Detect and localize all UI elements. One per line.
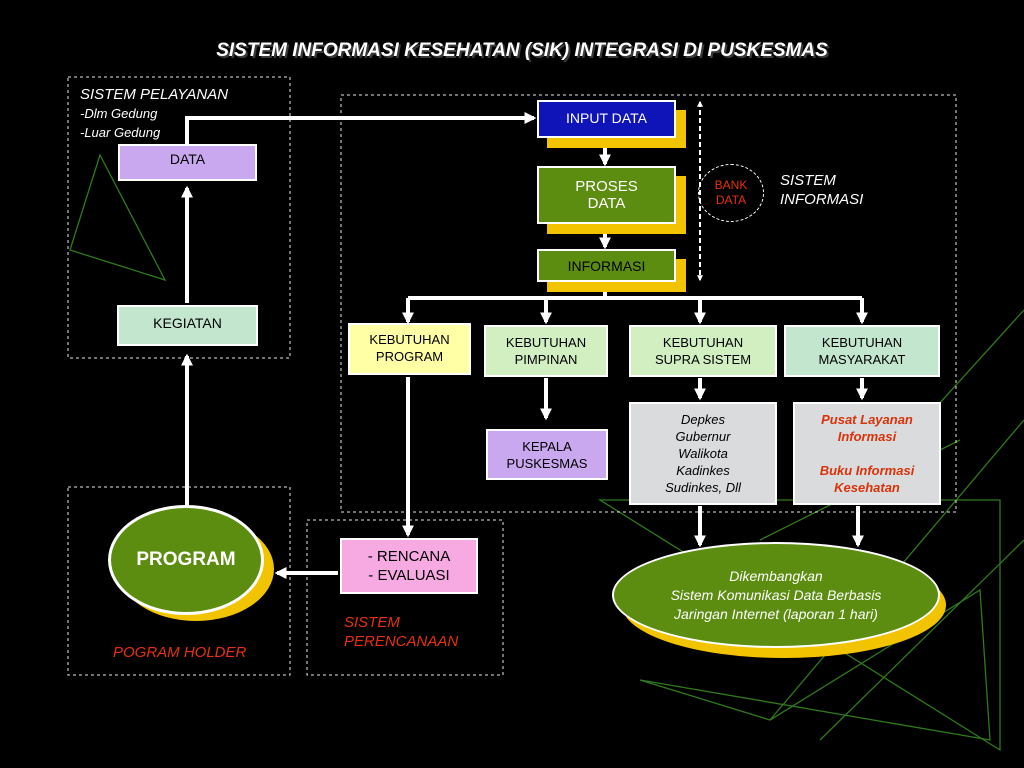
- masyarakat-list-item: Pusat Layanan: [821, 412, 913, 427]
- kebutuhan-masyarakat-box: KEBUTUHAN MASYARAKAT: [784, 325, 940, 377]
- kebutuhan-masyarakat-label: KEBUTUHAN: [821, 335, 903, 350]
- dikembangkan-ellipse: Dikembangkan Sistem Komunikasi Data Berb…: [612, 542, 940, 648]
- proses-data-box: PROSES DATA: [537, 166, 676, 224]
- data-box: DATA: [118, 144, 257, 181]
- program-ellipse: PROGRAM: [108, 505, 264, 615]
- informasi-box: INFORMASI: [537, 249, 676, 282]
- masyarakat-list-item: Kesehatan: [834, 480, 900, 495]
- masyarakat-list-item: Buku Informasi: [819, 463, 915, 478]
- proses-data-label: PROSES: [575, 178, 638, 195]
- sistem-pelayanan-item: -Dlm Gedung: [80, 106, 158, 121]
- sistem-perencanaan-line: PERENCANAAN: [344, 633, 459, 650]
- kebutuhan-supra-label: KEBUTUHAN: [662, 335, 744, 350]
- dikembangkan-line: Dikembangkan: [729, 567, 823, 584]
- kegiatan-box: KEGIATAN: [117, 305, 258, 346]
- bank-data-circle: BANK DATA: [698, 164, 764, 222]
- sistem-informasi-line: INFORMASI: [780, 191, 864, 208]
- kebutuhan-supra-box: KEBUTUHAN SUPRA SISTEM: [629, 325, 777, 377]
- data-box-label: DATA: [169, 151, 206, 167]
- rencana-label: - RENCANA: [367, 548, 451, 565]
- kepala-puskesmas-box: KEPALA PUSKESMAS: [486, 429, 608, 480]
- input-data-box: INPUT DATA: [537, 100, 676, 138]
- evaluasi-label: - EVALUASI: [368, 567, 450, 584]
- masyarakat-list-box: Pusat Layanan Informasi Buku Informasi K…: [793, 402, 941, 505]
- kepala-puskesmas-label: KEPALA: [522, 438, 572, 454]
- masyarakat-list-item: Informasi: [837, 429, 897, 444]
- kebutuhan-pimpinan-label: KEBUTUHAN: [505, 335, 587, 350]
- kepala-puskesmas-label: PUSKESMAS: [506, 455, 588, 471]
- kebutuhan-program-label: KEBUTUHAN: [369, 332, 450, 347]
- supra-list-item: Depkes: [680, 412, 726, 427]
- kebutuhan-program-label: PROGRAM: [375, 349, 444, 364]
- sistem-informasi-label: SISTEM INFORMASI: [780, 171, 863, 209]
- dikembangkan-line: Sistem Komunikasi Data Berbasis: [670, 586, 882, 603]
- bank-data-label: BANK: [714, 178, 748, 192]
- sistem-pelayanan-heading: SISTEM PELAYANAN: [80, 86, 229, 103]
- flow-arrows: [181, 112, 868, 579]
- sistem-pelayanan-label: SISTEM PELAYANAN -Dlm Gedung -Luar Gedun…: [80, 85, 228, 142]
- sistem-pelayanan-item: -Luar Gedung: [80, 125, 161, 140]
- proses-data-label: DATA: [587, 195, 626, 212]
- program-label: PROGRAM: [136, 549, 236, 570]
- supra-list-item: Walikota: [678, 446, 728, 461]
- input-data-label: INPUT DATA: [566, 110, 647, 126]
- dikembangkan-line: Jaringan Internet (laporan 1 hari): [674, 605, 878, 622]
- informasi-label: INFORMASI: [567, 257, 646, 274]
- section-frames: [67, 76, 957, 676]
- supra-list-item: Kadinkes: [676, 463, 730, 478]
- supra-list-box: Depkes Gubernur Walikota Kadinkes Sudink…: [629, 402, 777, 505]
- sistem-perencanaan-label: SISTEM PERENCANAAN: [344, 613, 458, 651]
- page-title: SISTEM INFORMASI KESEHATAN (SIK) INTEGRA…: [216, 40, 828, 61]
- supra-list-item: Sudinkes, Dll: [665, 480, 741, 495]
- bank-data-label: DATA: [715, 193, 747, 207]
- sistem-perencanaan-line: SISTEM: [344, 614, 400, 631]
- kebutuhan-masyarakat-label: MASYARAKAT: [818, 352, 906, 367]
- kegiatan-box-label: KEGIATAN: [153, 315, 222, 331]
- kebutuhan-program-box: KEBUTUHAN PROGRAM: [348, 323, 471, 375]
- rencana-evaluasi-box: - RENCANA - EVALUASI: [340, 538, 478, 594]
- sistem-informasi-line: SISTEM: [780, 172, 836, 189]
- kebutuhan-supra-label: SUPRA SISTEM: [654, 352, 752, 367]
- kebutuhan-pimpinan-label: PIMPINAN: [514, 352, 578, 367]
- supra-list-item: Gubernur: [675, 429, 731, 444]
- kebutuhan-pimpinan-box: KEBUTUHAN PIMPINAN: [484, 325, 608, 377]
- program-holder-label: POGRAM HOLDER: [113, 644, 247, 661]
